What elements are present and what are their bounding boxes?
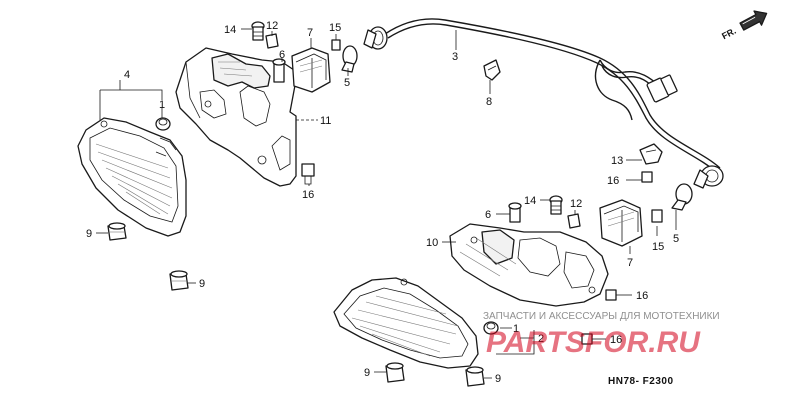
callout-7-top: 7: [307, 27, 313, 39]
rubber-foot-left-b: [169, 270, 189, 291]
watermark-subtitle: ЗАПЧАСТИ И АКСЕССУАРЫ ДЛЯ МОТОТЕХНИКИ: [483, 311, 720, 322]
bracket-13: [639, 143, 663, 165]
socket-cover-bottom: [599, 199, 643, 247]
callout-5-right: 5: [673, 233, 679, 245]
callout-9-left-b: 9: [199, 278, 205, 290]
callout-16-top: 16: [302, 189, 314, 201]
front-direction-arrow: FR.: [720, 10, 768, 42]
callout-1-left: 1: [159, 99, 165, 111]
right-light-housing: [333, 277, 479, 369]
callout-1-bottom: 1: [513, 323, 519, 335]
callout-9-left-a: 9: [86, 228, 92, 240]
callout-9-bottom-b: 9: [495, 373, 501, 385]
callout-9-bottom-a: 9: [364, 367, 370, 379]
rubber-foot-left-a: [107, 222, 127, 241]
bolt-top: [301, 163, 315, 185]
callout-labels: 4 1 14 12 7 15 6 5 3 8 11 16 9 9 13 16 6…: [86, 20, 679, 385]
callout-14-top: 14: [224, 24, 236, 36]
watermark-brand: PARTSFOR.RU: [486, 326, 701, 359]
screw-top: [251, 21, 265, 41]
rubber-foot-bottom-a: [385, 362, 405, 383]
wire-harness: [363, 18, 724, 189]
clip-nut-bottom: [567, 213, 581, 229]
collar-top: [272, 58, 286, 83]
callout-16-right: 16: [607, 175, 619, 187]
bolt-16-c: [581, 333, 593, 345]
watermark: ЗАПЧАСТИ И АКСЕССУАРЫ ДЛЯ МОТОТЕХНИКИ PA…: [483, 311, 720, 359]
front-direction-label: FR.: [720, 26, 737, 42]
bolt-16-b: [605, 289, 617, 301]
callout-12-bottom: 12: [570, 198, 582, 210]
collar-bottom: [508, 202, 522, 223]
callout-8: 8: [486, 96, 492, 108]
callout-14-bottom: 14: [524, 195, 536, 207]
screw-bottom: [549, 195, 563, 215]
callout-2: 2: [538, 333, 544, 345]
diagram-code: HN78- F2300: [608, 376, 674, 387]
callout-7-bottom: 7: [627, 257, 633, 269]
grommet-left: [155, 117, 171, 131]
bulb-bottom: [671, 183, 693, 211]
left-light-housing: [77, 117, 187, 237]
callout-12-top: 12: [266, 20, 278, 32]
callout-6-top: 6: [279, 49, 285, 61]
clip-nut-top: [265, 33, 279, 49]
callout-15-right: 15: [652, 241, 664, 253]
callout-6-bottom: 6: [485, 209, 491, 221]
fastener-bottom: [651, 209, 663, 223]
upper-bracket: [175, 47, 297, 187]
callout-10: 10: [426, 237, 438, 249]
fastener-top: [331, 39, 341, 51]
leader-lines: [96, 28, 677, 379]
socket-cover-top: [291, 47, 331, 93]
callout-15-top: 15: [329, 22, 341, 34]
callout-11: 11: [320, 115, 331, 127]
harness-clip: [483, 59, 501, 81]
bolt-16-a: [641, 171, 653, 183]
callout-5-top: 5: [344, 77, 350, 89]
grommet-bottom: [483, 321, 499, 335]
callout-3: 3: [452, 51, 458, 63]
callout-13: 13: [611, 155, 623, 167]
lower-bracket: [449, 223, 609, 307]
bulb-top: [341, 45, 358, 73]
callout-4: 4: [124, 69, 130, 81]
callout-16-bottom-right: 16: [636, 290, 648, 302]
callout-16-lower: 16: [610, 334, 622, 346]
rubber-foot-bottom-b: [465, 366, 485, 387]
